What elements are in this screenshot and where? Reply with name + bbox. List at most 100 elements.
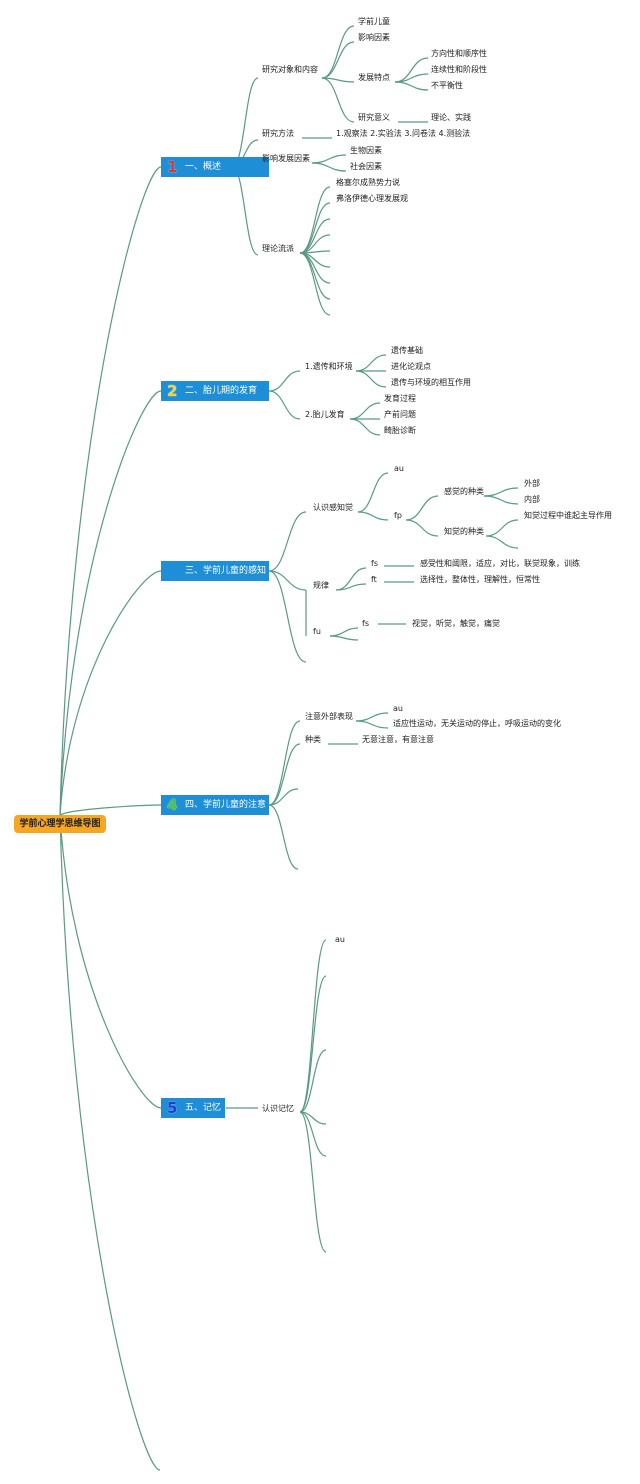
link-external (483, 487, 519, 497)
link-s5-branch-5 (299, 1111, 327, 1253)
node-genetic-basis[interactable]: 遗传基础 (391, 346, 423, 355)
node-perception-leading[interactable]: 知觉过程中谁起主导作用 (524, 511, 612, 520)
node-gesell[interactable]: 格塞尔成熟势力说 (336, 178, 400, 187)
link-s4-extra2 (268, 804, 299, 870)
root-node[interactable]: 学前心理学思维导图 (14, 815, 106, 833)
link-s5-branch-2 (299, 1049, 327, 1113)
section-3-node[interactable]: 三、学前儿童的感知觉 (161, 561, 269, 597)
node-attention-movements[interactable]: 适应性运动，无关运动的停止，呼吸运动的变化 (393, 719, 561, 728)
node-s3-fu-fs[interactable]: fs (362, 619, 369, 628)
link-school-8 (299, 252, 331, 316)
link-s2-fetal (268, 390, 301, 420)
link-school-2 (299, 218, 331, 254)
section-5-title: 五、记忆 (185, 1103, 222, 1113)
node-heredity-interaction[interactable]: 遗传与环境的相互作用 (391, 378, 471, 387)
node-s3-ft[interactable]: ft (371, 575, 377, 584)
node-perception-laws[interactable]: 选择性，整体性，理解性，恒常性 (420, 575, 540, 584)
node-theory-schools[interactable]: 理论流派 (262, 244, 294, 253)
node-preschool-child[interactable]: 学前儿童 (358, 17, 390, 26)
node-external[interactable]: 外部 (524, 479, 540, 488)
node-continuity-stage[interactable]: 连续性和阶段性 (431, 65, 487, 74)
link-s5-branch-1 (299, 975, 327, 1113)
link-s5-branch-0 (299, 939, 327, 1113)
link-s4-extra1 (268, 788, 299, 806)
node-laws[interactable]: 规律 (313, 581, 329, 590)
node-know-memory[interactable]: 认识记忆 (262, 1104, 294, 1113)
node-s3-fp[interactable]: fp (394, 511, 402, 520)
section-4-number: 4 (167, 796, 178, 814)
node-fetal-development[interactable]: 2.胎儿发育 (305, 410, 345, 419)
root-link-5 (59, 814, 162, 1109)
node-s5-au[interactable]: au (335, 935, 345, 944)
link-s3-laws (268, 570, 307, 591)
link-interaction (355, 370, 387, 388)
link-s3-au (357, 472, 389, 513)
node-internal[interactable]: 内部 (524, 495, 540, 504)
section-4-node[interactable]: 4 四、学前儿童的注意 (161, 795, 269, 815)
node-sensation-types[interactable]: 感觉的种类 (444, 487, 484, 496)
link-preschool (321, 25, 355, 79)
node-imbalance[interactable]: 不平衡性 (431, 81, 463, 90)
link-s4-au (355, 712, 389, 722)
link-process (349, 402, 381, 420)
link-fu-fs (329, 627, 359, 637)
node-research-object[interactable]: 研究对象和内容 (262, 65, 318, 74)
node-attention-types[interactable]: 种类 (305, 735, 321, 744)
root-link-4 (59, 804, 162, 816)
node-know-perception[interactable]: 认识感知觉 (313, 503, 353, 512)
node-evolution-view[interactable]: 进化论观点 (391, 362, 431, 371)
node-s3-au[interactable]: au (394, 464, 404, 473)
node-attention-expression[interactable]: 注意外部表现 (305, 712, 353, 721)
node-development-traits[interactable]: 发展特点 (358, 73, 390, 82)
link-internal (483, 495, 519, 505)
node-research-methods[interactable]: 研究方法 (262, 129, 294, 138)
link-influence (321, 41, 355, 79)
node-senses-list[interactable]: 视觉，听觉，触觉，痛觉 (412, 619, 500, 628)
link-laws-ft (335, 583, 367, 591)
link-s3-extra (268, 570, 307, 663)
node-development-factors[interactable]: 影响发展因素 (262, 154, 310, 163)
link-s3-fp (357, 511, 389, 521)
section-3-title: 三、学前儿童的感知觉 (167, 566, 267, 597)
node-malformation-diagnosis[interactable]: 畸胎诊断 (384, 426, 416, 435)
link-social (311, 162, 347, 172)
node-theory-practice[interactable]: 理论、实践 (431, 113, 471, 122)
section-2-title: 二、胎儿期的发育 (185, 386, 258, 396)
link-s4-movements (355, 720, 389, 729)
link-significance (321, 77, 355, 123)
link-sensation (405, 495, 439, 521)
node-freud[interactable]: 弗洛伊德心理发展观 (336, 194, 408, 203)
root-link-6 (59, 814, 161, 1471)
node-direction-order[interactable]: 方向性和顺序性 (431, 49, 487, 58)
section-1-number: 1 (167, 158, 178, 176)
node-s4-au[interactable]: au (393, 704, 403, 713)
node-research-significance[interactable]: 研究意义 (358, 113, 390, 122)
node-s3-fu[interactable]: fu (313, 627, 321, 636)
link-genetic (355, 354, 387, 372)
node-influence-factors[interactable]: 影响因素 (358, 33, 390, 42)
node-prenatal-problems[interactable]: 产前问题 (384, 410, 416, 419)
node-biological-factors[interactable]: 生物因素 (350, 146, 382, 155)
node-attention-kinds[interactable]: 无意注意，有意注意 (362, 735, 434, 744)
node-social-factors[interactable]: 社会因素 (350, 162, 382, 171)
link-s3-know (268, 511, 307, 572)
root-link-2 (59, 390, 162, 816)
node-development-process[interactable]: 发育过程 (384, 394, 416, 403)
node-methods-list[interactable]: 1.观察法 2.实验法 3.问卷法 4.测验法 (336, 129, 471, 138)
link-leading (485, 519, 519, 537)
root-link-3 (59, 570, 162, 816)
node-perception-types[interactable]: 知觉的种类 (444, 527, 484, 536)
link-school-6 (299, 252, 331, 284)
section-5-node[interactable]: 5 五、记忆 (161, 1098, 225, 1118)
link-diagnosis (349, 418, 381, 436)
link-s5-branch-4 (299, 1111, 327, 1157)
node-s3-fs[interactable]: fs (371, 559, 378, 568)
link-perception-extra (485, 535, 519, 549)
node-heredity-environment[interactable]: 1.遗传和环境 (305, 362, 353, 371)
section-4-title: 四、学前儿童的注意 (185, 800, 267, 810)
section-5-number: 5 (167, 1099, 178, 1117)
node-sensitivity-laws[interactable]: 感受性和阈限，适应，对比，联觉现象，训练 (420, 559, 580, 568)
